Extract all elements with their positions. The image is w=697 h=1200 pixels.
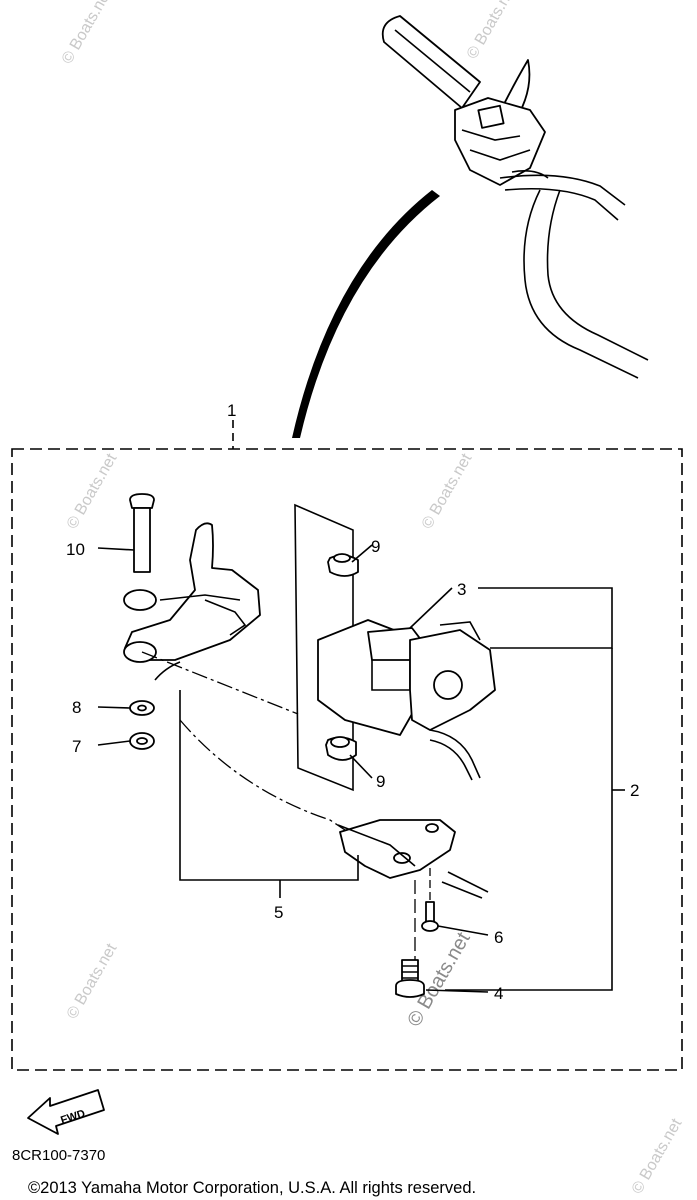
callout-9-upper: 9: [371, 537, 380, 556]
watermark: © Boats.net: [64, 940, 121, 1022]
callout-6: 6: [494, 928, 503, 947]
callouts: 1 2 3 4 5 6 7 8 9 9 10: [66, 401, 639, 1003]
callout-9-lower: 9: [376, 772, 385, 791]
watermark: © Boats.net: [59, 0, 116, 67]
assembly-parts: [123, 493, 496, 998]
watermark: © Boats.net: [64, 450, 121, 532]
watermark: © Boats.net: [419, 450, 476, 532]
callout-2: 2: [630, 781, 639, 800]
handlebar-illustration: [292, 15, 649, 438]
fwd-arrow-icon: FWD: [27, 1089, 105, 1135]
watermark: © Boats.net: [464, 0, 521, 62]
callout-5: 5: [274, 903, 283, 922]
diagram-code: 8CR100-7370: [12, 1147, 105, 1164]
callout-4: 4: [494, 984, 503, 1003]
callout-8: 8: [72, 698, 81, 717]
callout-1: 1: [227, 401, 236, 420]
copyright-notice: ©2013 Yamaha Motor Corporation, U.S.A. A…: [28, 1179, 476, 1197]
callout-7: 7: [72, 737, 81, 756]
leader-lines: [97, 544, 625, 993]
callout-3: 3: [457, 580, 466, 599]
watermark: © Boats.net: [629, 1115, 686, 1197]
assembly-frame: [11, 420, 683, 1071]
callout-10: 10: [66, 540, 85, 559]
